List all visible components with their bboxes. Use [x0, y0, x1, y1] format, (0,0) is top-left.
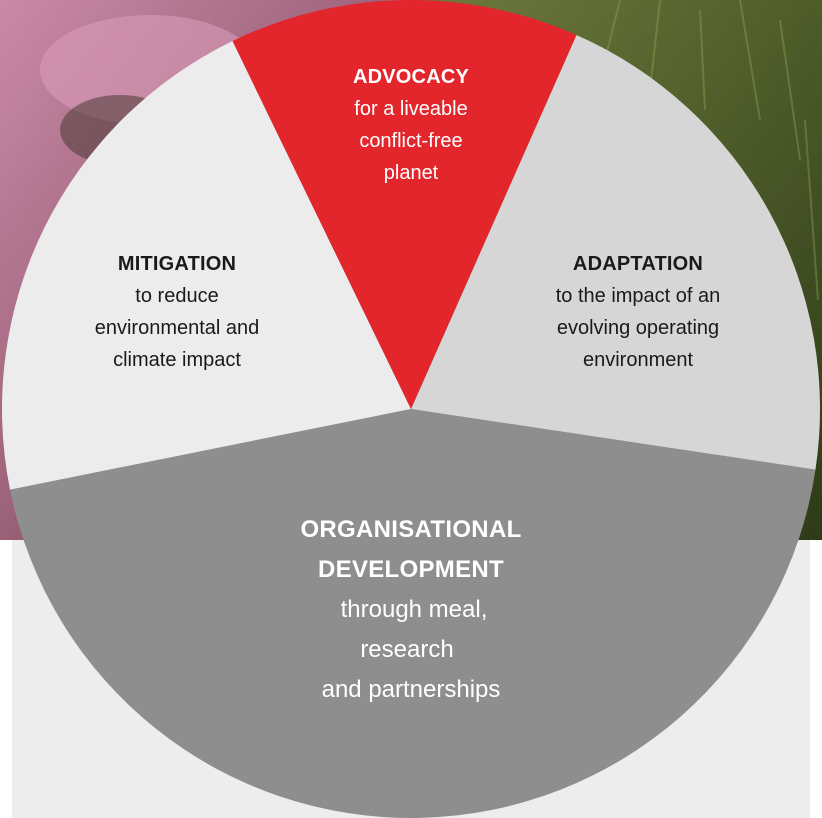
- advocacy-line-3: planet: [384, 162, 439, 184]
- organisational-line-1: through meal,: [341, 596, 488, 623]
- mitigation-line-3: climate impact: [113, 349, 241, 371]
- organisational-title-line-2: DEVELOPMENT: [318, 556, 504, 583]
- organisational-title-line-1: ORGANISATIONAL: [300, 516, 521, 543]
- adaptation-title: ADAPTATION: [573, 253, 703, 275]
- mitigation-line-1: to reduce: [135, 285, 218, 307]
- adaptation-line-1: to the impact of an: [556, 285, 721, 307]
- adaptation-segment: [411, 34, 820, 470]
- organisational-line-3: and partnerships: [322, 676, 501, 703]
- mitigation-title: MITIGATION: [118, 253, 236, 275]
- advocacy-label: ADVOCACY for a liveable conflict-free pl…: [353, 66, 470, 184]
- advocacy-line-1: for a liveable: [354, 98, 467, 120]
- advocacy-segment: [232, 0, 577, 409]
- organisational-development-segment: [10, 409, 816, 818]
- mitigation-segment: [1, 41, 412, 490]
- advocacy-line-2: conflict-free: [359, 130, 462, 152]
- mitigation-label: MITIGATION to reduce environmental and c…: [95, 253, 260, 371]
- advocacy-title: ADVOCACY: [353, 66, 470, 88]
- mitigation-line-2: environmental and: [95, 317, 260, 339]
- organisational-line-2: research: [360, 636, 453, 663]
- adaptation-label: ADAPTATION to the impact of an evolving …: [556, 253, 721, 371]
- adaptation-line-2: evolving operating: [557, 317, 719, 339]
- adaptation-line-3: environment: [583, 349, 694, 371]
- organisational-development-label: ORGANISATIONAL DEVELOPMENT through meal,…: [300, 516, 521, 703]
